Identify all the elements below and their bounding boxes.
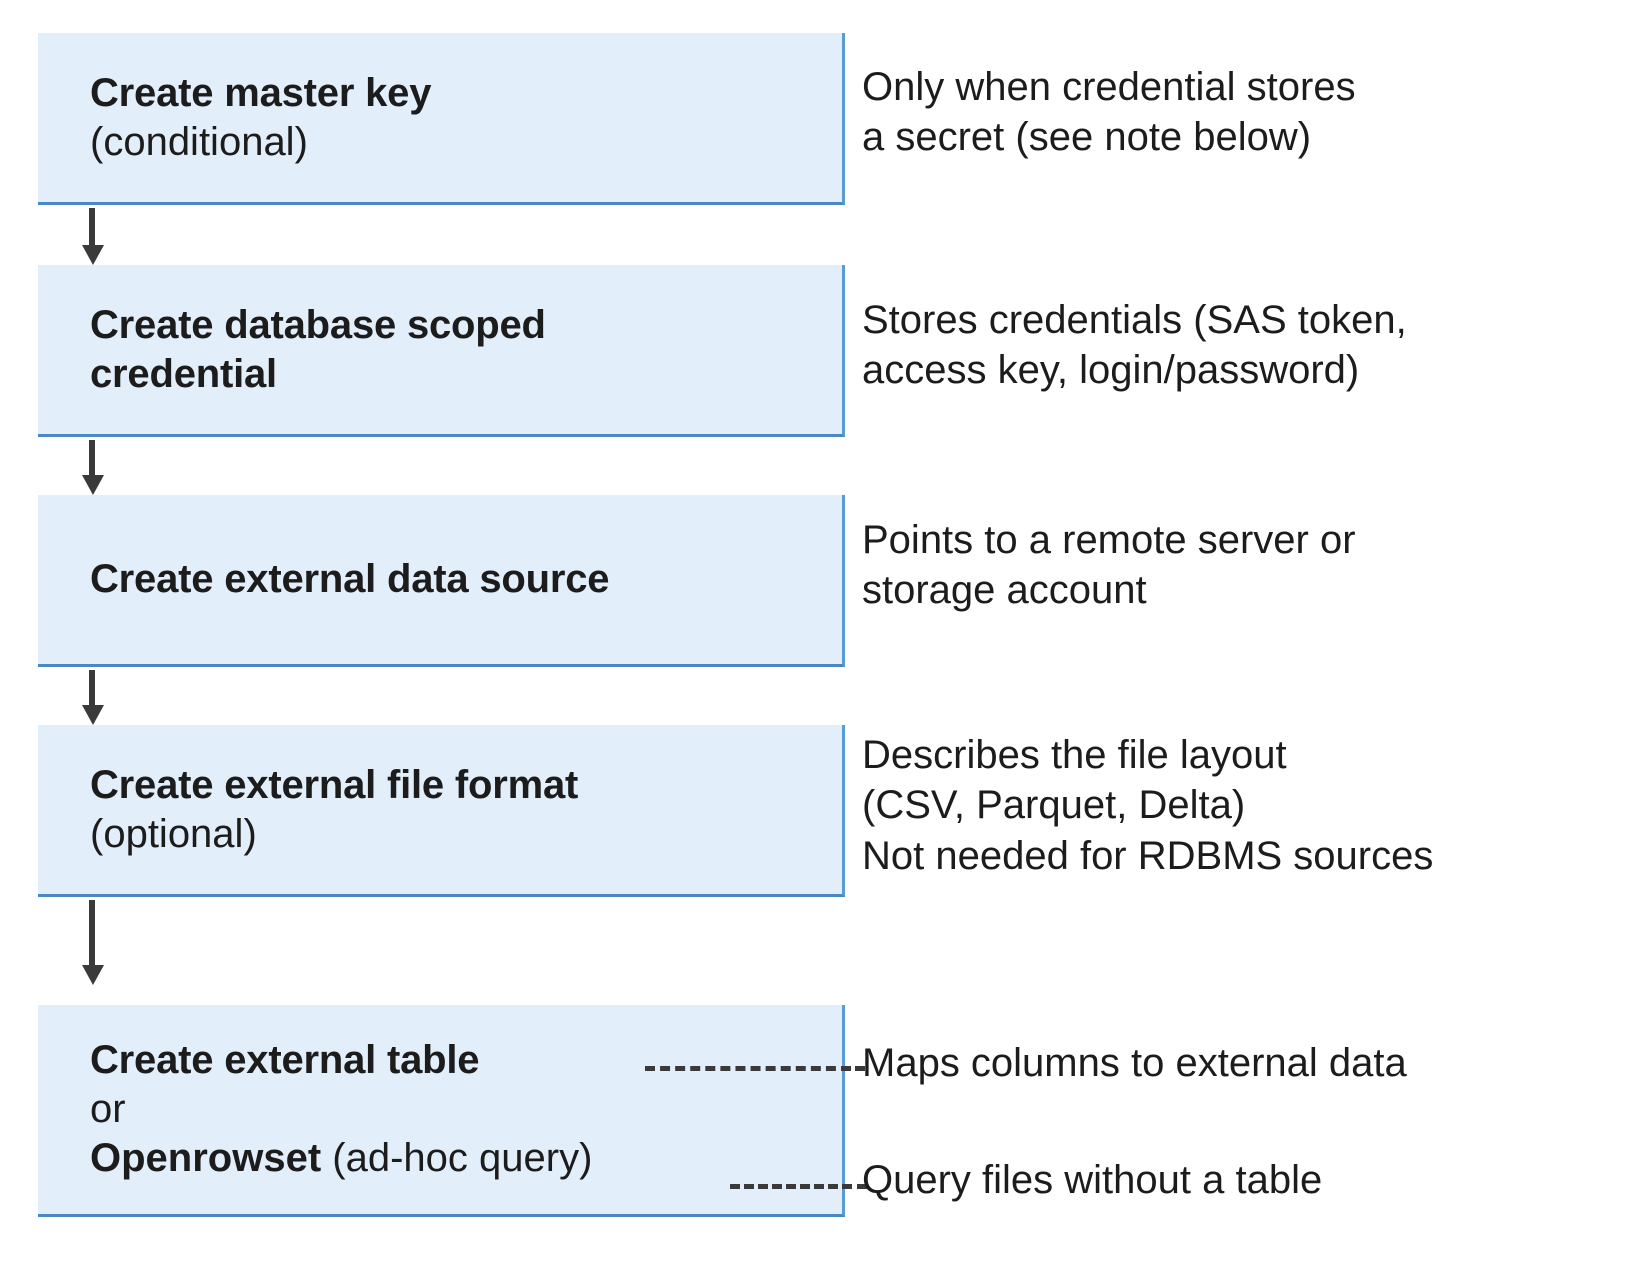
step-note-create-master-key: Only when credential stores a secret (se…	[862, 65, 1356, 160]
arrow-step4-to-step5	[82, 900, 104, 1005]
step-title: Create external data source	[90, 557, 610, 602]
final-step-title-openrowset: Openrowset (ad-hoc query)	[90, 1134, 842, 1183]
final-note-external-table: Maps columns to external data	[862, 1041, 1407, 1085]
arrow-head-icon	[82, 965, 104, 985]
step-note-create-external-file-format: Describes the file layout (CSV, Parquet,…	[862, 733, 1434, 878]
arrow-shaft	[89, 440, 95, 476]
step-subtitle: (optional)	[90, 811, 257, 856]
step-box-create-external-data-source[interactable]: Create external data source	[38, 495, 845, 667]
openrowset-qualifier: (ad-hoc query)	[321, 1135, 593, 1180]
step-title: Create database scoped	[90, 302, 546, 347]
arrow-step2-to-step3	[82, 440, 104, 495]
openrowset-keyword: Openrowset	[90, 1135, 322, 1180]
step-box-create-external-table-or-openrowset[interactable]: Create external table or Openrowset (ad-…	[38, 1005, 845, 1217]
arrow-step3-to-step4	[82, 670, 104, 725]
step-note-create-external-data-source: Points to a remote server or storage acc…	[862, 518, 1356, 613]
arrow-head-icon	[82, 245, 104, 265]
step-box-create-database-scoped-credential[interactable]: Create database scoped credential	[38, 265, 845, 437]
arrow-shaft	[89, 670, 95, 706]
dashed-connector-external-table-stub	[855, 1066, 865, 1071]
dashed-connector-openrowset	[730, 1184, 852, 1189]
step-box-create-external-file-format[interactable]: Create external file format (optional)	[38, 725, 845, 897]
arrow-head-icon	[82, 705, 104, 725]
step-title: Create master key	[90, 70, 432, 115]
arrow-shaft	[89, 208, 95, 246]
final-step-title-table: Create external table	[90, 1038, 480, 1083]
step-title: Create external file format	[90, 762, 579, 807]
arrow-step1-to-step2	[82, 208, 104, 265]
step-title-line2: credential	[90, 351, 277, 396]
arrow-head-icon	[82, 475, 104, 495]
final-note-openrowset: Query files without a table	[862, 1158, 1323, 1202]
step-note-create-database-scoped-credential: Stores credentials (SAS token, access ke…	[862, 298, 1407, 393]
dashed-connector-openrowset-stub	[857, 1184, 867, 1189]
dashed-connector-external-table	[645, 1066, 851, 1071]
step-box-create-master-key[interactable]: Create master key (conditional)	[38, 33, 845, 205]
arrow-shaft	[89, 900, 95, 966]
final-step-or-label: or	[90, 1087, 126, 1132]
step-subtitle: (conditional)	[90, 119, 308, 164]
